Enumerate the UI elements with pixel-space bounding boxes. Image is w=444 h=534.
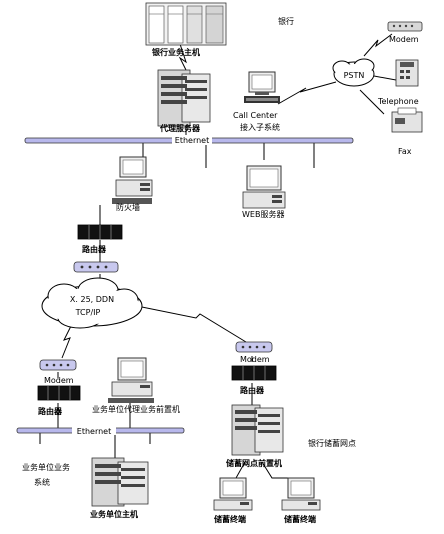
front-end-workstation-icon <box>108 357 154 403</box>
modem-icon <box>73 261 119 273</box>
web-server-label: WEB服务器 <box>242 209 284 219</box>
link-pstn-fax <box>359 89 385 115</box>
ethernet-bottom-label: Ethernet <box>77 427 111 436</box>
modem-icon <box>387 21 423 32</box>
unit-host-icon <box>91 457 149 507</box>
link-pstn-telephone <box>373 75 397 81</box>
cloud-line-2: TCP/IP <box>75 308 101 317</box>
router-left-label: 路由器 <box>38 406 63 416</box>
front-end-label: 业务单位代理业务前置机 <box>92 404 180 414</box>
router-icon <box>231 365 277 381</box>
ethernet-top: Ethernet <box>24 135 354 145</box>
modem-icon <box>235 341 273 353</box>
call-center-icon <box>244 71 280 103</box>
terminal-icon <box>281 477 321 511</box>
wan-cloud-icon <box>41 277 143 329</box>
fax-icon <box>391 107 423 133</box>
link-cloud-left-modem <box>61 323 73 359</box>
ethernet-top-label: Ethernet <box>175 136 209 145</box>
unit-system-label-2: 系统 <box>34 477 50 487</box>
proxy-server-icon <box>157 69 211 127</box>
unit-system-label-1: 业务单位业务 <box>22 462 70 472</box>
router-right-label: 路由器 <box>240 385 265 395</box>
proxy-server-label: 代理服务器 <box>159 123 201 133</box>
modem-right-label: Modem <box>240 355 270 364</box>
call-center-sub-label: 接入子系统 <box>240 122 280 132</box>
unit-host-label: 业务单位主机 <box>90 509 138 519</box>
router-icon <box>37 385 81 401</box>
bank-outlet-label: 银行储蓄网点 <box>308 438 356 448</box>
bank-label: 银行 <box>278 16 294 26</box>
terminal-1-label: 储蓄终端 <box>213 514 246 524</box>
modem-left-label: Modem <box>44 376 74 385</box>
link-pstn-callcenter <box>277 81 337 105</box>
router-icon <box>77 224 123 240</box>
link-pstn-modem <box>363 33 393 57</box>
modem-icon <box>39 359 77 371</box>
call-center-label: Call Center <box>233 111 278 120</box>
terminal-2-label: 储蓄终端 <box>283 514 316 524</box>
link-outlet-terminal-1 <box>235 461 246 479</box>
firewall-label: 防火墙 <box>116 202 140 212</box>
outlet-front-server-icon <box>231 404 284 456</box>
pstn-label: PSTN <box>344 71 365 80</box>
link-host-proxy <box>178 43 187 71</box>
fax-label: Fax <box>398 147 412 156</box>
web-server-icon <box>242 165 286 209</box>
cloud-line-1: X. 25, DDN <box>70 295 114 304</box>
connection-lines <box>39 33 397 479</box>
telephone-icon <box>395 59 419 87</box>
modem-top-label: Modem <box>389 35 419 44</box>
telephone-label: Telephone <box>377 97 419 106</box>
bank-host-label: 银行业务主机 <box>151 47 200 57</box>
pstn-cloud-icon <box>332 58 375 87</box>
link-cloud-right-modem <box>131 304 247 343</box>
firewall-icon <box>112 156 153 204</box>
router-top-label: 路由器 <box>82 244 107 254</box>
outlet-front-label: 储蓄网点前置机 <box>225 458 282 468</box>
terminal-icon <box>213 477 253 511</box>
ethernet-bottom: Ethernet <box>16 425 185 436</box>
bank-host-icon <box>145 2 227 46</box>
